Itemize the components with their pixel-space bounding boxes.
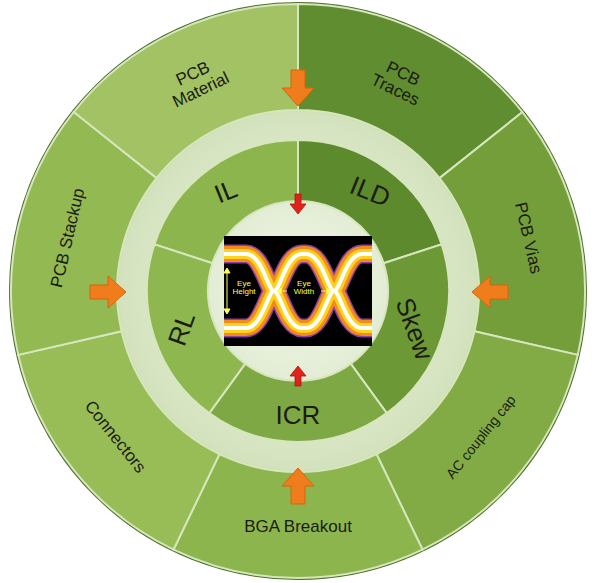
segment-label: BGA Breakout xyxy=(244,518,352,536)
segment-shape xyxy=(9,111,158,357)
outer-ring-segment: PCB Stackup xyxy=(9,111,158,357)
outer-ring-segment: PCB Vias xyxy=(437,110,587,355)
segment-fill xyxy=(440,112,585,355)
segment-fill xyxy=(11,112,156,355)
eye-label: Eye Width xyxy=(290,280,318,297)
eye-diagram: Eye Height Eye Width xyxy=(224,236,372,346)
segment-label: ICR xyxy=(276,402,321,429)
eye-label: Eye Height xyxy=(231,280,257,297)
segment-shape xyxy=(437,110,587,355)
